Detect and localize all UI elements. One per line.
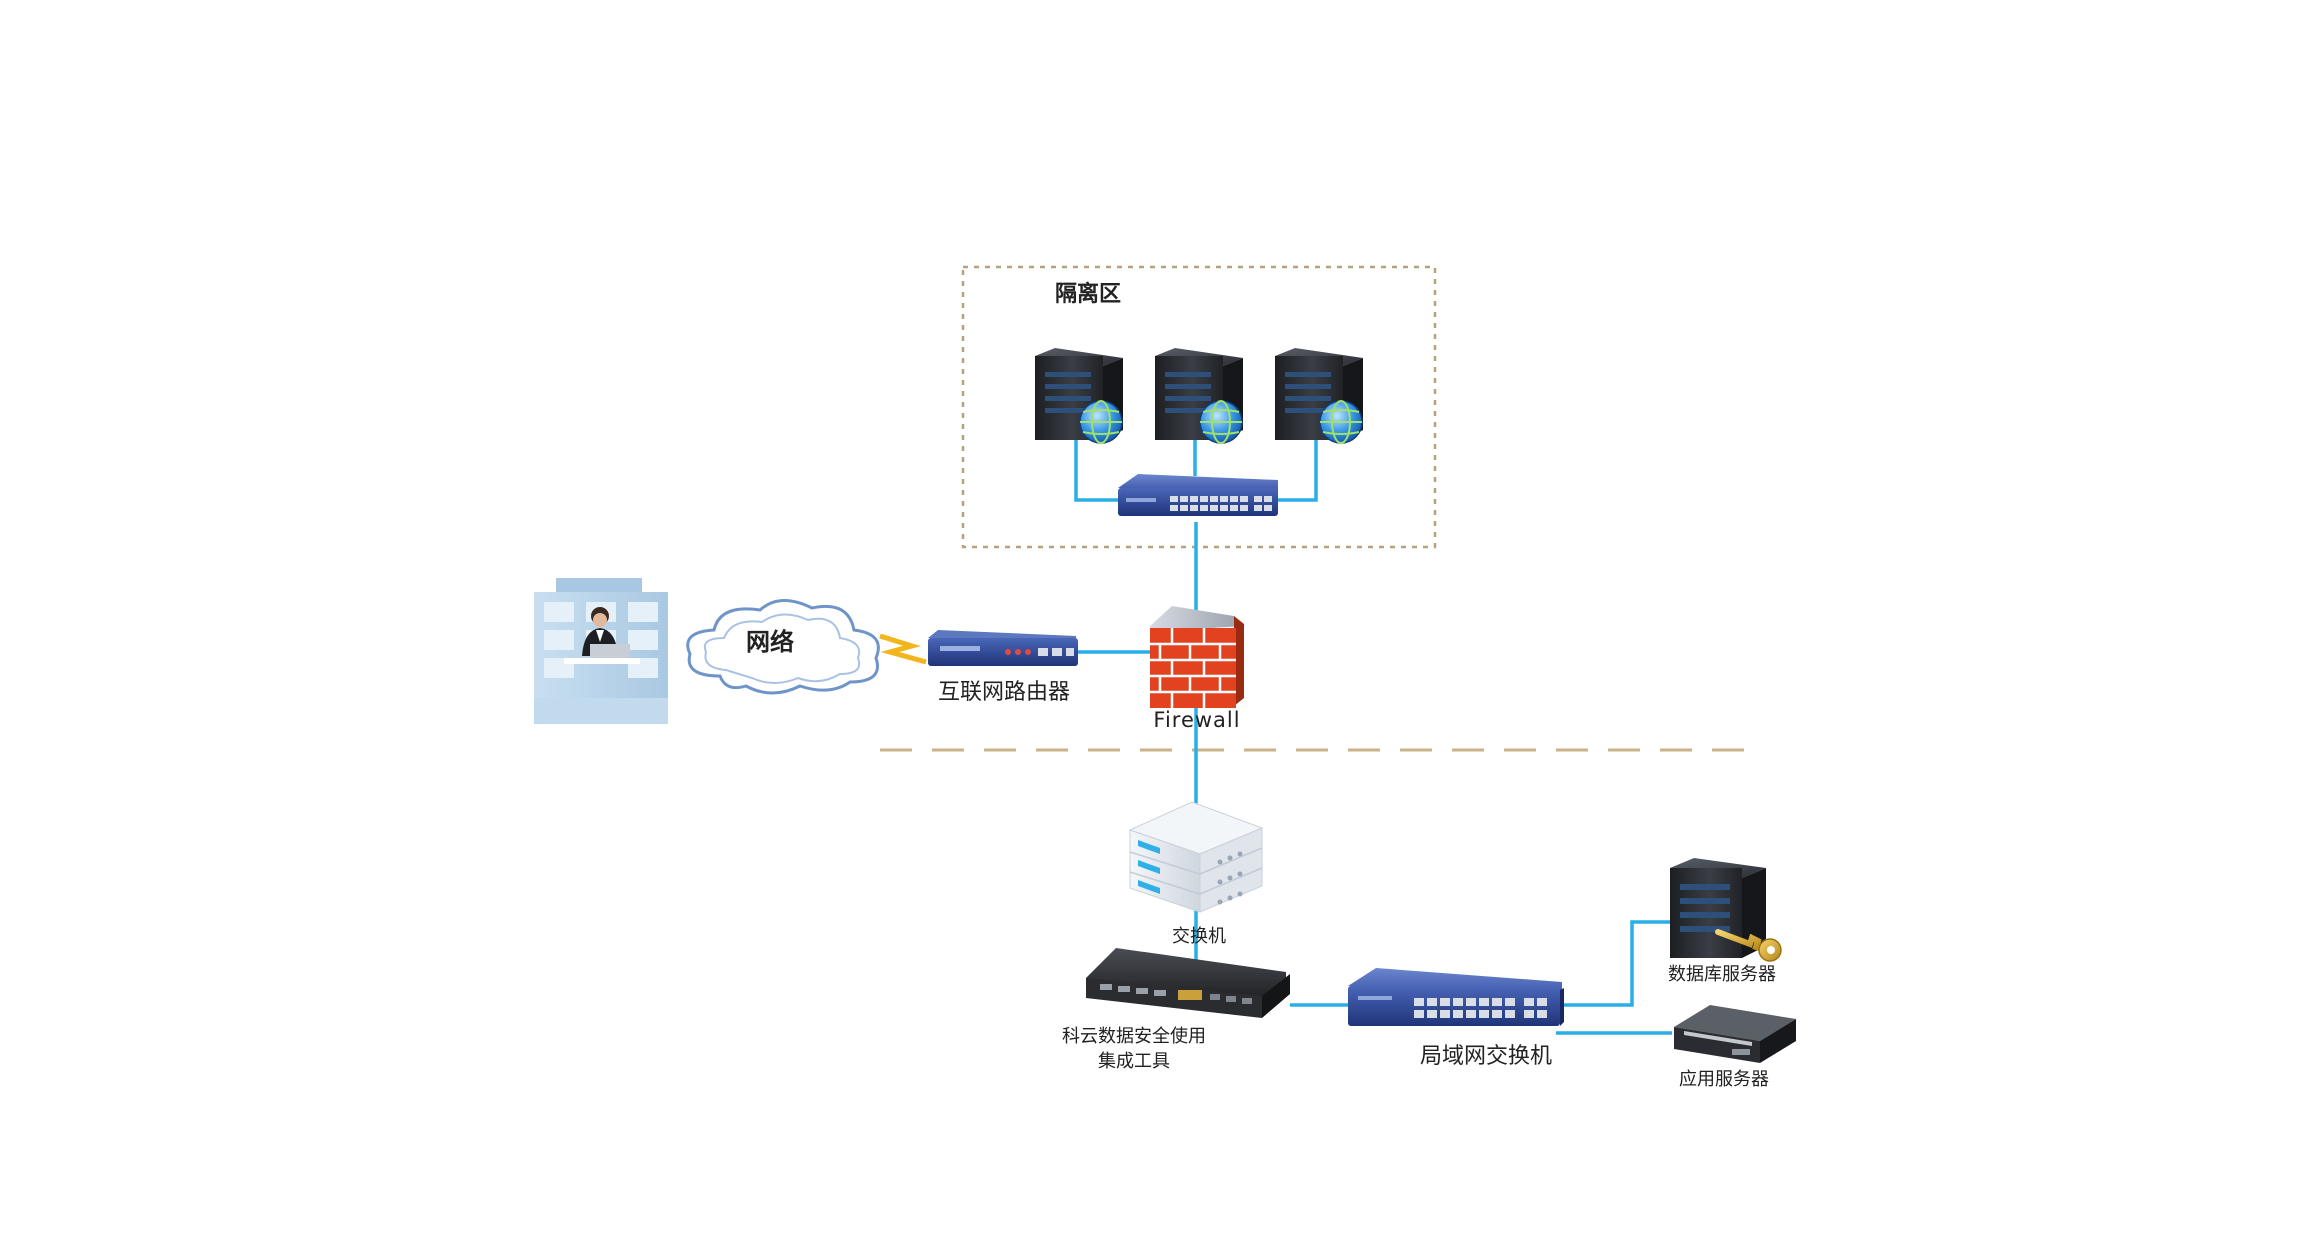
user-at-building-icon (534, 578, 668, 724)
firewall-brick-icon (1150, 606, 1244, 708)
dmz-label: 隔离区 (1055, 281, 1121, 307)
router-icon (928, 630, 1078, 666)
server-key-icon (1670, 858, 1782, 962)
web-server-globe-icon (1275, 348, 1363, 444)
firewall-label: Firewall (1153, 708, 1240, 732)
internet-router-label: 互联网路由器 (938, 680, 1070, 705)
rack-appliance-icon (1086, 948, 1290, 1018)
stacked-switch-icon (1128, 801, 1264, 913)
network-switch-icon (1348, 968, 1564, 1026)
cloud-icon (686, 599, 880, 695)
app-server-label: 应用服务器 (1679, 1069, 1769, 1090)
switch-label: 交换机 (1172, 926, 1226, 947)
lan-switch-label: 局域网交换机 (1420, 1044, 1552, 1069)
network-switch-icon (1118, 474, 1278, 516)
security-tool-label-line2: 集成工具 (1098, 1051, 1170, 1072)
key-icon (1715, 929, 1782, 962)
lightning-bolt-icon (879, 633, 927, 665)
rack-server-icon (1674, 1005, 1796, 1063)
web-server-globe-icon (1155, 348, 1243, 444)
security-tool-label-line1: 科云数据安全使用 (1062, 1026, 1206, 1047)
network-label: 网络 (746, 628, 794, 656)
db-server-label: 数据库服务器 (1668, 964, 1776, 985)
dmz-zone-border (961, 265, 1437, 549)
web-server-globe-icon (1035, 348, 1123, 444)
connection-links (1074, 438, 1672, 1035)
